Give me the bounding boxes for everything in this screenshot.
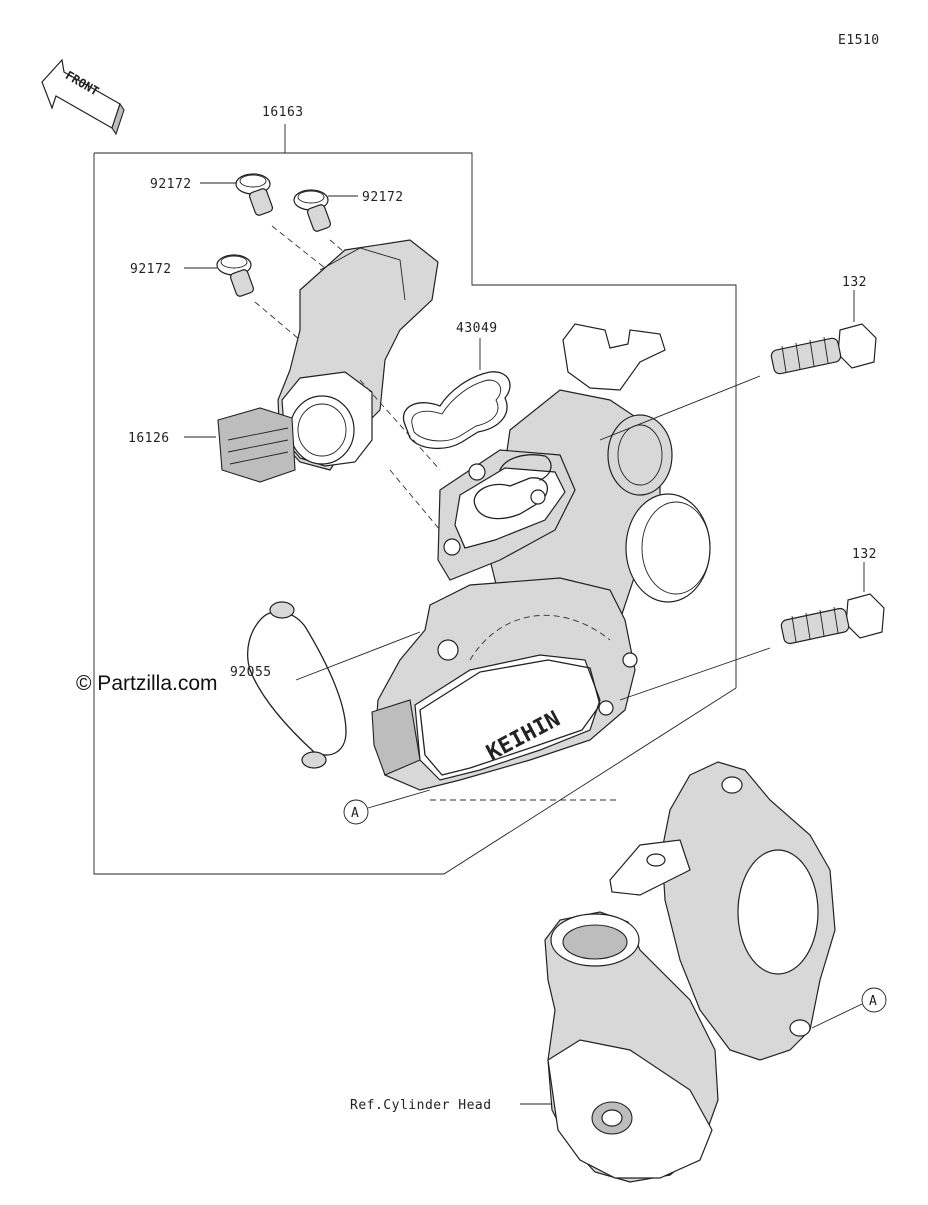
- label-assembly: 16163: [262, 105, 304, 120]
- throttle-body[interactable]: KEIHIN: [371, 323, 711, 801]
- o-ring[interactable]: [402, 371, 511, 449]
- label-o-ring: 43049: [456, 321, 498, 336]
- label-bolt-upper: 132: [842, 275, 867, 290]
- throttle-sensor[interactable]: [217, 239, 441, 531]
- label-ref-cylinder-head: Ref.Cylinder Head: [350, 1098, 492, 1113]
- callout-a-bottom: A: [811, 987, 887, 1029]
- callout-a-top: A: [343, 789, 431, 825]
- label-screw-mid-left: 92172: [130, 262, 172, 277]
- label-bolt-lower: 132: [852, 547, 877, 562]
- label-gasket: 92055: [230, 665, 272, 680]
- svg-text:A: A: [351, 806, 359, 821]
- label-sensor: 16126: [128, 431, 170, 446]
- diagram-code: E1510: [838, 33, 880, 48]
- watermark: © Partzilla.com: [76, 672, 218, 695]
- front-arrow-icon: FRONT: [41, 58, 125, 136]
- bolt-lower[interactable]: [619, 593, 885, 701]
- cylinder-head-inlet: [544, 761, 836, 1183]
- label-screw-top-left: 92172: [150, 177, 192, 192]
- svg-text:A: A: [869, 994, 877, 1009]
- label-screw-top-right: 92172: [362, 190, 404, 205]
- screw-mid-left[interactable]: [216, 254, 301, 341]
- screw-top-right[interactable]: [293, 189, 401, 301]
- screw-top-left[interactable]: [235, 173, 331, 273]
- assembly-frame: [93, 124, 737, 875]
- bolt-upper[interactable]: [599, 323, 877, 441]
- gasket[interactable]: [247, 601, 421, 769]
